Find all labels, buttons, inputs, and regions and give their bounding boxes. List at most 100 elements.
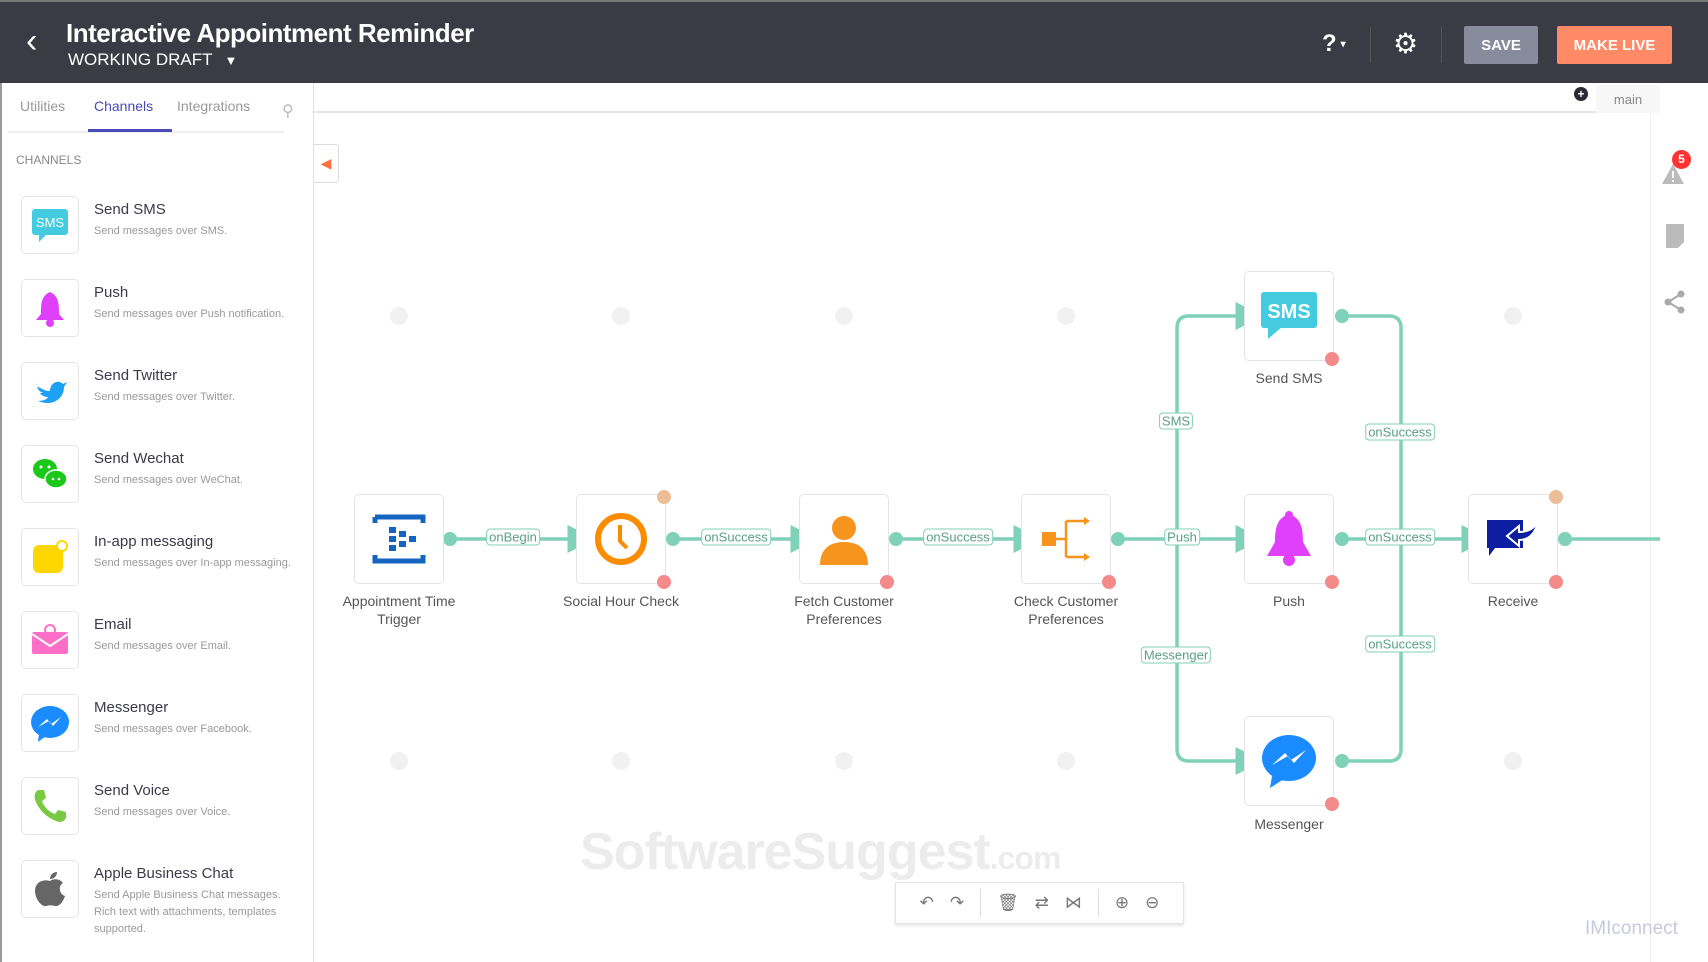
- node-send-sms[interactable]: SMS: [1244, 271, 1334, 361]
- receive-icon: [1487, 519, 1540, 556]
- bell-icon: [21, 279, 79, 337]
- watermark-text: SoftwareSuggest: [580, 823, 991, 881]
- error-port[interactable]: [1102, 575, 1116, 589]
- channel-desc: Send messages over Facebook.: [94, 723, 252, 735]
- channel-item-wechat[interactable]: Send Wechat Send messages over WeChat.: [21, 445, 311, 515]
- node-social-hour-check[interactable]: [576, 494, 666, 584]
- error-port[interactable]: [1325, 352, 1339, 366]
- divider: [1441, 27, 1442, 63]
- version-selector[interactable]: WORKING DRAFT▼: [68, 50, 237, 70]
- apple-icon: [21, 860, 79, 918]
- messenger-icon: [21, 694, 79, 752]
- grid-dot: [835, 752, 853, 770]
- svg-text:SMS: SMS: [1267, 301, 1310, 323]
- page-title: Interactive Appointment Reminder: [66, 18, 474, 48]
- channel-name: Send Voice: [94, 782, 170, 799]
- output-port: [889, 532, 903, 546]
- warning-icon[interactable]: [1661, 163, 1685, 191]
- tab-utilities[interactable]: Utilities: [20, 98, 66, 114]
- edge-sms: [1175, 302, 1264, 539]
- channel-item-email[interactable]: Email Send messages over Email.: [21, 611, 311, 681]
- edge-label[interactable]: Push: [1164, 528, 1200, 546]
- save-button[interactable]: SAVE: [1464, 26, 1538, 64]
- arrange-icon[interactable]: ⇄: [1034, 893, 1049, 912]
- add-tab-button[interactable]: +: [1574, 87, 1588, 101]
- edge-label[interactable]: onSuccess: [1365, 423, 1435, 441]
- input-port[interactable]: [657, 490, 671, 504]
- phone-icon: [21, 777, 79, 835]
- undo-icon[interactable]: ↶: [919, 893, 934, 912]
- grid-dot: [390, 752, 408, 770]
- zoom-in-icon[interactable]: ⊕: [1114, 893, 1130, 912]
- edge-label[interactable]: onSuccess: [1365, 528, 1435, 546]
- node-label: Appointment Time Trigger: [342, 593, 456, 627]
- sidebar-tabs: Utilities Channels Integrations: [8, 83, 284, 133]
- edge-label[interactable]: Messenger: [1140, 646, 1212, 664]
- grid-dot: [612, 307, 630, 325]
- node-push[interactable]: [1244, 494, 1334, 584]
- node-receive[interactable]: [1468, 494, 1558, 584]
- output-port: [666, 532, 680, 546]
- channel-item-send-sms[interactable]: SMS Send SMS Send messages over SMS.: [21, 196, 311, 266]
- node-appointment-time-trigger[interactable]: [354, 494, 444, 584]
- collapse-sidebar-button[interactable]: ◀: [314, 144, 339, 183]
- collapse-icon[interactable]: ⋈: [1064, 893, 1082, 912]
- back-button[interactable]: ‹: [26, 22, 38, 60]
- error-port[interactable]: [1549, 575, 1563, 589]
- output-port: [1558, 532, 1572, 546]
- tab-main[interactable]: main: [1596, 85, 1660, 113]
- node-fetch-customer-preferences[interactable]: [799, 494, 889, 584]
- channel-item-messenger[interactable]: Messenger Send messages over Facebook.: [21, 694, 311, 764]
- grid-dot: [1057, 307, 1075, 325]
- error-port[interactable]: [657, 575, 671, 589]
- share-icon[interactable]: [1664, 290, 1686, 320]
- zoom-out-icon[interactable]: ⊖: [1145, 893, 1160, 912]
- error-port[interactable]: [1325, 797, 1339, 811]
- grid-dot: [1504, 752, 1522, 770]
- channel-item-inapp[interactable]: In-app messaging Send messages over In-a…: [21, 528, 311, 598]
- tab-channels[interactable]: Channels: [94, 98, 154, 114]
- tab-integrations[interactable]: Integrations: [177, 98, 251, 114]
- edge-label[interactable]: onSuccess: [923, 528, 993, 546]
- error-port[interactable]: [1325, 575, 1339, 589]
- channel-desc: Send messages over Twitter.: [94, 391, 236, 403]
- help-icon: ?: [1322, 30, 1337, 57]
- make-live-button[interactable]: MAKE LIVE: [1557, 26, 1672, 64]
- channel-desc: Send messages over In-app messaging.: [94, 557, 291, 569]
- user-icon: [820, 516, 868, 565]
- channel-desc: Send messages over Push notification.: [94, 308, 285, 320]
- channel-item-twitter[interactable]: Send Twitter Send messages over Twitter.: [21, 362, 311, 432]
- divider: [980, 889, 982, 917]
- node-label: Fetch Customer Preferences: [794, 593, 894, 627]
- output-port: [1111, 532, 1125, 546]
- document-icon[interactable]: [1666, 224, 1684, 254]
- edge-label[interactable]: onBegin: [486, 528, 540, 546]
- gear-icon[interactable]: ⚙: [1393, 28, 1419, 59]
- channel-item-push[interactable]: Push Send messages over Push notificatio…: [21, 279, 311, 349]
- error-port[interactable]: [880, 575, 894, 589]
- channel-name: Push: [94, 284, 129, 301]
- node-label: Receive: [1487, 593, 1539, 609]
- node-messenger[interactable]: [1244, 716, 1334, 806]
- redo-icon[interactable]: ↷: [949, 893, 965, 912]
- help-menu[interactable]: ?▾: [1322, 30, 1346, 58]
- edge-label[interactable]: onSuccess: [1365, 635, 1435, 653]
- edge-label[interactable]: onSuccess: [701, 528, 771, 546]
- output-port: [1335, 754, 1349, 768]
- brand-logo: IMIconnect: [1585, 918, 1678, 939]
- sidebar: Utilities Channels Integrations ⚲ CHANNE…: [0, 83, 314, 962]
- input-port[interactable]: [1549, 490, 1563, 504]
- search-icon[interactable]: ⚲: [282, 103, 294, 120]
- edge-label[interactable]: SMS: [1158, 412, 1194, 430]
- caret-icon: ▾: [1340, 39, 1346, 51]
- twitter-icon: [21, 362, 79, 420]
- delete-icon[interactable]: 🗑: [997, 893, 1019, 912]
- grid-dot: [1504, 307, 1522, 325]
- channel-item-apple-business-chat[interactable]: Apple Business Chat Send Apple Business …: [21, 860, 311, 950]
- channel-name: Send SMS: [94, 201, 166, 218]
- node-check-customer-preferences[interactable]: [1021, 494, 1111, 584]
- channel-item-voice[interactable]: Send Voice Send messages over Voice.: [21, 777, 311, 847]
- watermark: SoftwareSuggest.com: [580, 823, 1061, 884]
- node-label: Social Hour Check: [563, 593, 679, 609]
